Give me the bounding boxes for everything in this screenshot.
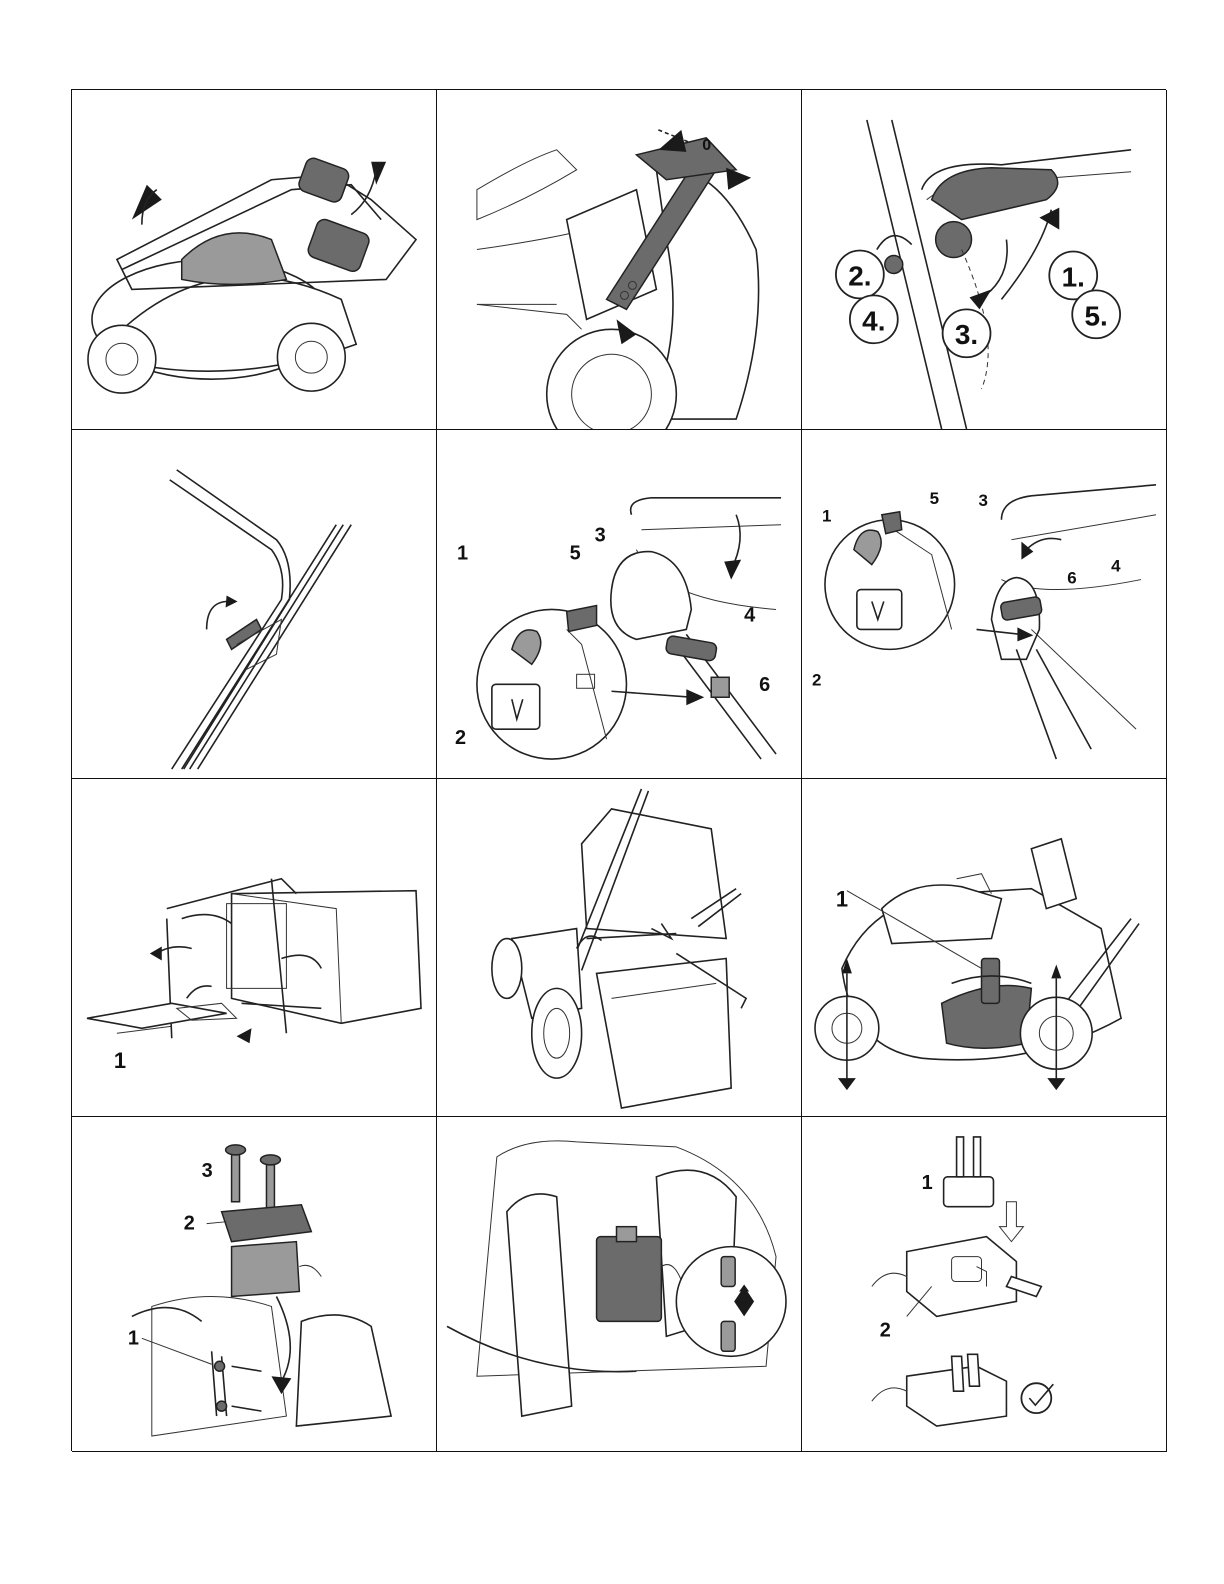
cutting-height-illustration: 1: [802, 779, 1166, 1116]
starter-rope-illustration-1: 1 2 3 4 5 6: [437, 430, 801, 778]
panel-cable-clip: [72, 430, 437, 779]
callout-6: 6: [759, 674, 770, 696]
attach-bag-illustration: [437, 779, 801, 1116]
callout-5: 5: [570, 543, 581, 565]
charger-plug-illustration: 1 2: [802, 1117, 1166, 1451]
panel-charger-plug: 1 2: [802, 1117, 1167, 1452]
step-5-label: 5.: [1085, 300, 1108, 331]
panel-attach-bag: [437, 779, 802, 1117]
handle-height-illustration: 0: [437, 90, 801, 429]
step-3-label: 3.: [955, 319, 978, 350]
callout-3: 3: [595, 525, 606, 547]
panel-knob-steps: 2. 4. 3. 1. 5.: [802, 90, 1167, 430]
panel-starter-rope-right: 1 2 3 4 5 6: [802, 430, 1167, 779]
panel-cut-height: 1: [802, 779, 1167, 1117]
battery-mount-illustration: 3 2 1: [72, 1117, 436, 1451]
position-zero-label: 0: [702, 137, 711, 154]
cable-clip-illustration: [72, 430, 436, 778]
callout-1: 1: [822, 507, 831, 526]
callout-4: 4: [744, 604, 755, 626]
callout-5: 5: [930, 489, 939, 508]
illustration-grid: 0 2. 4. 3. 1. 5.: [71, 89, 1166, 1451]
callout-1: 1: [457, 543, 468, 565]
callout-2: 2: [455, 727, 466, 749]
callout-1: 1: [922, 1172, 933, 1194]
knob-steps-illustration: 2. 4. 3. 1. 5.: [802, 90, 1166, 429]
step-1-label: 1.: [1062, 261, 1085, 292]
callout-2: 2: [184, 1213, 195, 1235]
step-2-label: 2.: [848, 260, 871, 291]
panel-starter-rope-left: 1 2 3 4 5 6: [437, 430, 802, 779]
grass-bag-illustration: 1: [72, 779, 436, 1116]
starter-rope-illustration-2: 1 2 3 4 5 6: [802, 430, 1166, 778]
callout-4: 4: [1111, 557, 1121, 576]
callout-1: 1: [114, 1048, 126, 1073]
callout-3: 3: [202, 1160, 213, 1182]
callout-2: 2: [880, 1319, 891, 1341]
mower-folded-illustration: [72, 90, 436, 429]
panel-battery-connector: [437, 1117, 802, 1452]
panel-handle-height: 0: [437, 90, 802, 430]
panel-fold-handle: [72, 90, 437, 430]
callout-1: 1: [836, 887, 848, 912]
callout-2: 2: [812, 670, 821, 689]
callout-1: 1: [128, 1327, 139, 1349]
step-4-label: 4.: [862, 305, 885, 336]
panel-battery-mount: 3 2 1: [72, 1117, 437, 1452]
panel-grass-bag: 1: [72, 779, 437, 1117]
callout-3: 3: [979, 491, 988, 510]
battery-connector-illustration: [437, 1117, 801, 1451]
callout-6: 6: [1067, 569, 1076, 588]
